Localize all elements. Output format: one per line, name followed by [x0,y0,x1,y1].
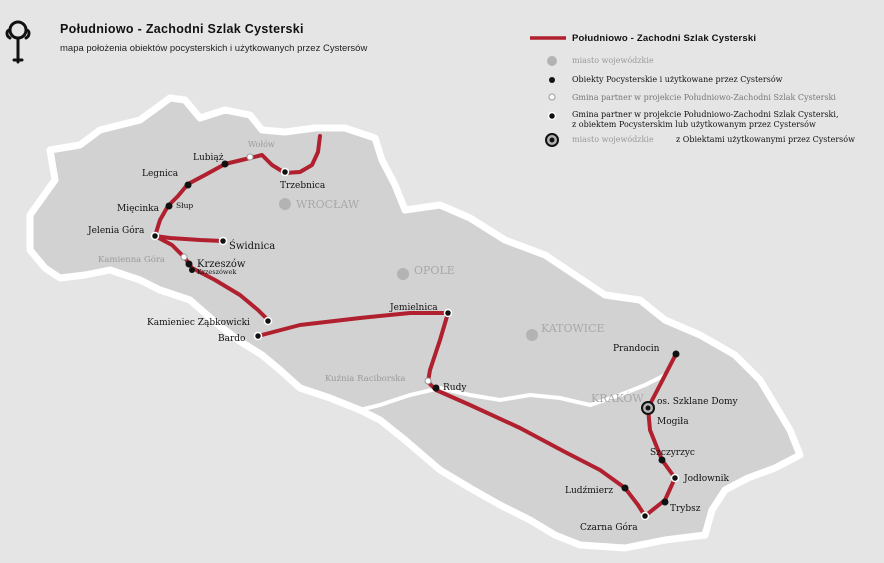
label-krzeszowek: Krzeszówek [197,268,236,276]
city-marker-opole [397,268,409,280]
marker-wolow [246,153,254,161]
label-kuznia: Kuźnia Raciborska [325,373,405,384]
label-trybsz: Trybsz [670,504,701,514]
label-swidnica: Świdnica [229,240,275,252]
label-krakow: KRAKÓW [591,391,644,405]
place-labels: Wołów Lubiąż Legnica Trzebnica Słup Mięc… [87,140,739,533]
place-markers [150,153,680,521]
label-lubiaz: Lubiąż [193,153,224,163]
legend-big-ring-inner [549,137,555,143]
marker-kuznia [424,377,432,385]
marker-krakow-inner [645,405,651,411]
marker-jemielnica [443,308,453,318]
legend-symbols [530,36,566,147]
label-katowice: KATOWICE [541,322,605,335]
label-opole: OPOLE [414,264,455,277]
legend-gray-dot [547,56,557,66]
label-wroclaw: WROCŁAW [296,198,360,211]
marker-slup [165,202,173,210]
marker-krzeszowek [189,267,195,273]
label-jelenia-gora: Jelenia Góra [87,225,145,236]
marker-rudy [432,384,440,392]
label-jodlownik: Jodłownik [683,474,730,484]
marker-bardo [253,331,263,341]
marker-trzebnica [280,167,290,177]
legend-row-5b: z Obiektami użytkowanymi przez Cystersów [676,135,855,144]
label-wolow: Wołów [248,140,275,149]
region-shape [26,94,804,552]
label-jemielnica: Jemielnica [389,303,438,313]
legend-row-4b: z obiektem Pocysterskim lub użytkowanym … [572,120,816,129]
label-legnica: Legnica [142,169,179,179]
voivodeship-border [359,373,666,412]
label-prandocin: Prandocin [613,344,660,354]
legend-row-4: Gmina partner w projekcie Południowo-Zac… [572,110,839,119]
marker-lubiaz [221,160,229,168]
label-bardo: Bardo [218,334,245,344]
marker-czarna-gora [640,511,650,521]
page-title: Południowo - Zachodni Szlak Cysterski [60,22,304,36]
marker-ludzmierz [621,484,629,492]
legend-row-5a: miasto wojewódzkie [572,135,654,144]
legend-white-dot [548,93,556,101]
marker-kamieniec [263,316,273,326]
label-kamieniec: Kamieniec Ząbkowicki [147,318,250,328]
marker-jodlownik [670,473,680,483]
legend-row-1: miasto wojewódzkie [572,56,654,65]
route-opole [256,311,647,518]
city-labels: WROCŁAW OPOLE KATOWICE KRAKÓW [296,198,644,405]
city-marker-katowice [526,329,538,341]
city-marker-wroclaw [279,198,291,210]
legend-row-3: Gmina partner w projekcie Południowo-Zac… [572,93,836,102]
marker-szczyrzyc [658,456,666,464]
marker-trybsz [661,498,669,506]
label-czarna-gora: Czarna Góra [580,522,638,533]
page-subtitle: mapa położenia obiektów pocysterskich i … [60,43,368,54]
marker-jelenia-gora [150,231,160,241]
label-mieczynka: Mięcinka [117,204,160,214]
label-rudy: Rudy [443,383,467,393]
route-sudety [153,234,270,322]
marker-krzeszow [185,260,193,268]
route-krakow [643,352,678,518]
marker-legnica [184,181,192,189]
label-ludzmierz: Ludźmierz [565,485,613,496]
marker-kamienna-gora [180,253,188,261]
legend-route-label: Południowo - Zachodni Szlak Cysterski [572,33,757,44]
label-kamienna-gora: Kamienna Góra [98,254,165,265]
legend-row-2: Obiekty Pocysterskie i użytkowane przez … [572,75,783,84]
logo-cross-icon [5,20,31,64]
label-slup: Słup [176,201,193,210]
legend-black-dot [549,77,555,83]
marker-swidnica [218,236,228,246]
label-mogila: Mogiła [657,417,689,427]
label-trzebnica: Trzebnica [280,181,326,191]
label-szczyrzyc: Szczyrzyc [650,448,695,458]
label-krzeszow: Krzeszów [197,259,246,270]
legend-ring-dot [547,111,557,121]
marker-prandocin [672,350,680,358]
label-szklane-domy: os. Szklane Domy [657,397,739,407]
